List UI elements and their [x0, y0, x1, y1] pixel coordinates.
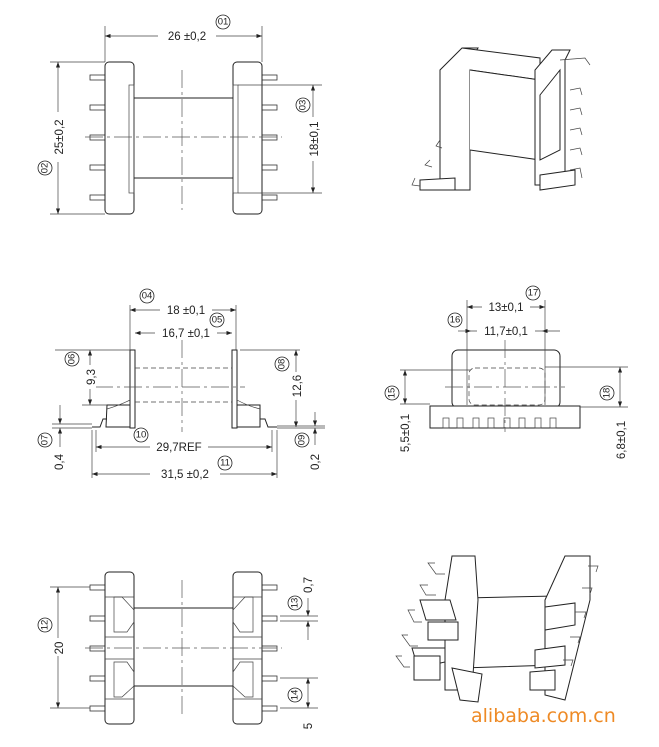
isometric-view-top: [411, 47, 591, 191]
dim-07-text: 0,4: [54, 453, 66, 470]
dim-04-text: 18 ±0,1: [167, 305, 205, 317]
dim-09-label: 09: [297, 435, 308, 446]
dim-15-text: 5,5±0,1: [400, 414, 412, 452]
dim-13-text: 0,7: [303, 577, 315, 593]
dim-02-label: 02: [40, 163, 51, 174]
dim-01-text: 26 ±0,2: [168, 31, 206, 43]
dim-08-text: 12,6: [292, 375, 304, 397]
dim-09-text: 0,2: [310, 454, 322, 470]
dim-18-label: 18: [602, 388, 613, 399]
dim-02-text: 25±0,2: [54, 119, 66, 154]
top-view: 26 ±0,2 01 25±0,2 02 18±0,1 03: [37, 14, 322, 215]
bottom-view: 20 12 13 0,7 14 5: [37, 571, 318, 729]
dim-15-label: 15: [387, 388, 398, 399]
dim-18-text: 6,8±0,1: [616, 421, 628, 459]
dim-10-label: 10: [136, 430, 147, 441]
dim-03-text: 18±0,1: [309, 121, 321, 156]
dim-17-text: 13±0,1: [488, 302, 523, 314]
dim-11-label: 11: [220, 458, 230, 469]
dim-13-label: 13: [290, 598, 301, 609]
dim-01-label: 01: [218, 17, 229, 28]
dim-10-text: 29,7REF: [156, 442, 201, 454]
dim-12-text: 20: [54, 642, 66, 655]
dim-11-text: 31,5 ±0,2: [161, 469, 209, 481]
dim-07-label: 07: [40, 435, 51, 446]
front-view: 13±0,1 17 11,7±0,1 16 15 5,5±0,1 18 6,8±…: [384, 285, 628, 459]
dim-16-label: 16: [450, 315, 461, 326]
dim-06-text: 9,3: [86, 369, 98, 385]
isometric-view-bottom: [395, 555, 599, 703]
dim-14-text: 5: [303, 723, 315, 729]
dim-05-text: 16,7 ±0,1: [162, 328, 210, 340]
dim-05-label: 05: [212, 315, 223, 326]
dim-12-label: 12: [40, 620, 51, 631]
side-view: 18 ±0,1 04 16,7 ±0,1 05 9,3 06 07 0,4 12…: [37, 288, 325, 481]
dim-16-text: 11,7±0,1: [484, 326, 528, 338]
dim-03-label: 03: [298, 100, 309, 111]
dim-08-label: 08: [277, 359, 288, 370]
dim-17-label: 17: [528, 288, 539, 299]
dim-06-label: 06: [67, 354, 78, 365]
dim-14-label: 14: [290, 690, 301, 701]
dim-04-label: 04: [142, 291, 153, 302]
alibaba-brand-text: alibaba.com.cn: [471, 705, 616, 727]
